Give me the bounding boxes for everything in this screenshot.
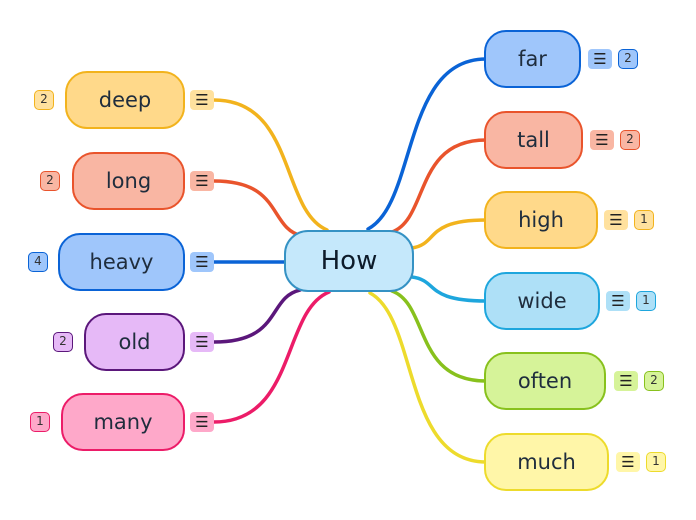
child-count-badge[interactable]: 1: [634, 210, 654, 230]
child-count-badge[interactable]: 1: [636, 291, 656, 311]
branch-label: deep: [98, 88, 152, 112]
child-count-badge[interactable]: 2: [40, 171, 60, 191]
branch-connector: [212, 290, 331, 424]
branch-connector: [390, 138, 488, 234]
branch-label: heavy: [89, 250, 154, 274]
branch-node-much[interactable]: much: [484, 433, 609, 491]
notes-icon[interactable]: ☰: [616, 452, 640, 472]
branch-connector: [410, 275, 488, 303]
root-node[interactable]: How: [284, 230, 414, 292]
branch-connector: [410, 218, 488, 250]
child-count-badge[interactable]: 2: [644, 371, 664, 391]
notes-icon[interactable]: ☰: [190, 171, 214, 191]
branch-label: many: [93, 410, 153, 434]
notes-icon[interactable]: ☰: [190, 90, 214, 110]
branch-node-deep[interactable]: deep: [65, 71, 185, 129]
branch-node-old[interactable]: old: [84, 313, 185, 371]
notes-icon[interactable]: ☰: [190, 332, 214, 352]
notes-icon[interactable]: ☰: [190, 412, 214, 432]
branch-node-far[interactable]: far: [484, 30, 581, 88]
branch-connector: [366, 57, 488, 231]
branch-label: old: [118, 330, 151, 354]
child-count-badge[interactable]: 4: [28, 252, 48, 272]
branch-label: often: [517, 369, 573, 393]
child-count-badge[interactable]: 2: [53, 332, 73, 352]
child-count-badge[interactable]: 1: [646, 452, 666, 472]
branch-label: wide: [517, 289, 567, 313]
branch-node-long[interactable]: long: [72, 152, 185, 210]
branch-connector: [368, 291, 488, 464]
branch-connector: [212, 98, 329, 232]
child-count-badge[interactable]: 2: [620, 130, 640, 150]
branch-label: far: [518, 47, 547, 71]
child-count-badge[interactable]: 2: [34, 90, 54, 110]
branch-label: tall: [517, 128, 550, 152]
branch-connector: [212, 288, 302, 344]
branch-node-high[interactable]: high: [484, 191, 598, 249]
branch-node-many[interactable]: many: [61, 393, 185, 451]
notes-icon[interactable]: ☰: [604, 210, 628, 230]
notes-icon[interactable]: ☰: [590, 130, 614, 150]
notes-icon[interactable]: ☰: [606, 291, 630, 311]
branch-label: long: [105, 169, 152, 193]
branch-node-often[interactable]: often: [484, 352, 606, 410]
branch-node-tall[interactable]: tall: [484, 111, 583, 169]
branch-label: high: [518, 208, 564, 232]
root-label: How: [320, 246, 378, 276]
notes-icon[interactable]: ☰: [614, 371, 638, 391]
branch-node-wide[interactable]: wide: [484, 272, 600, 330]
notes-icon[interactable]: ☰: [190, 252, 214, 272]
child-count-badge[interactable]: 1: [30, 412, 50, 432]
branch-node-heavy[interactable]: heavy: [58, 233, 185, 291]
notes-icon[interactable]: ☰: [588, 49, 612, 69]
branch-label: much: [517, 450, 576, 474]
branch-connector: [212, 179, 304, 238]
child-count-badge[interactable]: 2: [618, 49, 638, 69]
branch-connector: [390, 289, 488, 383]
